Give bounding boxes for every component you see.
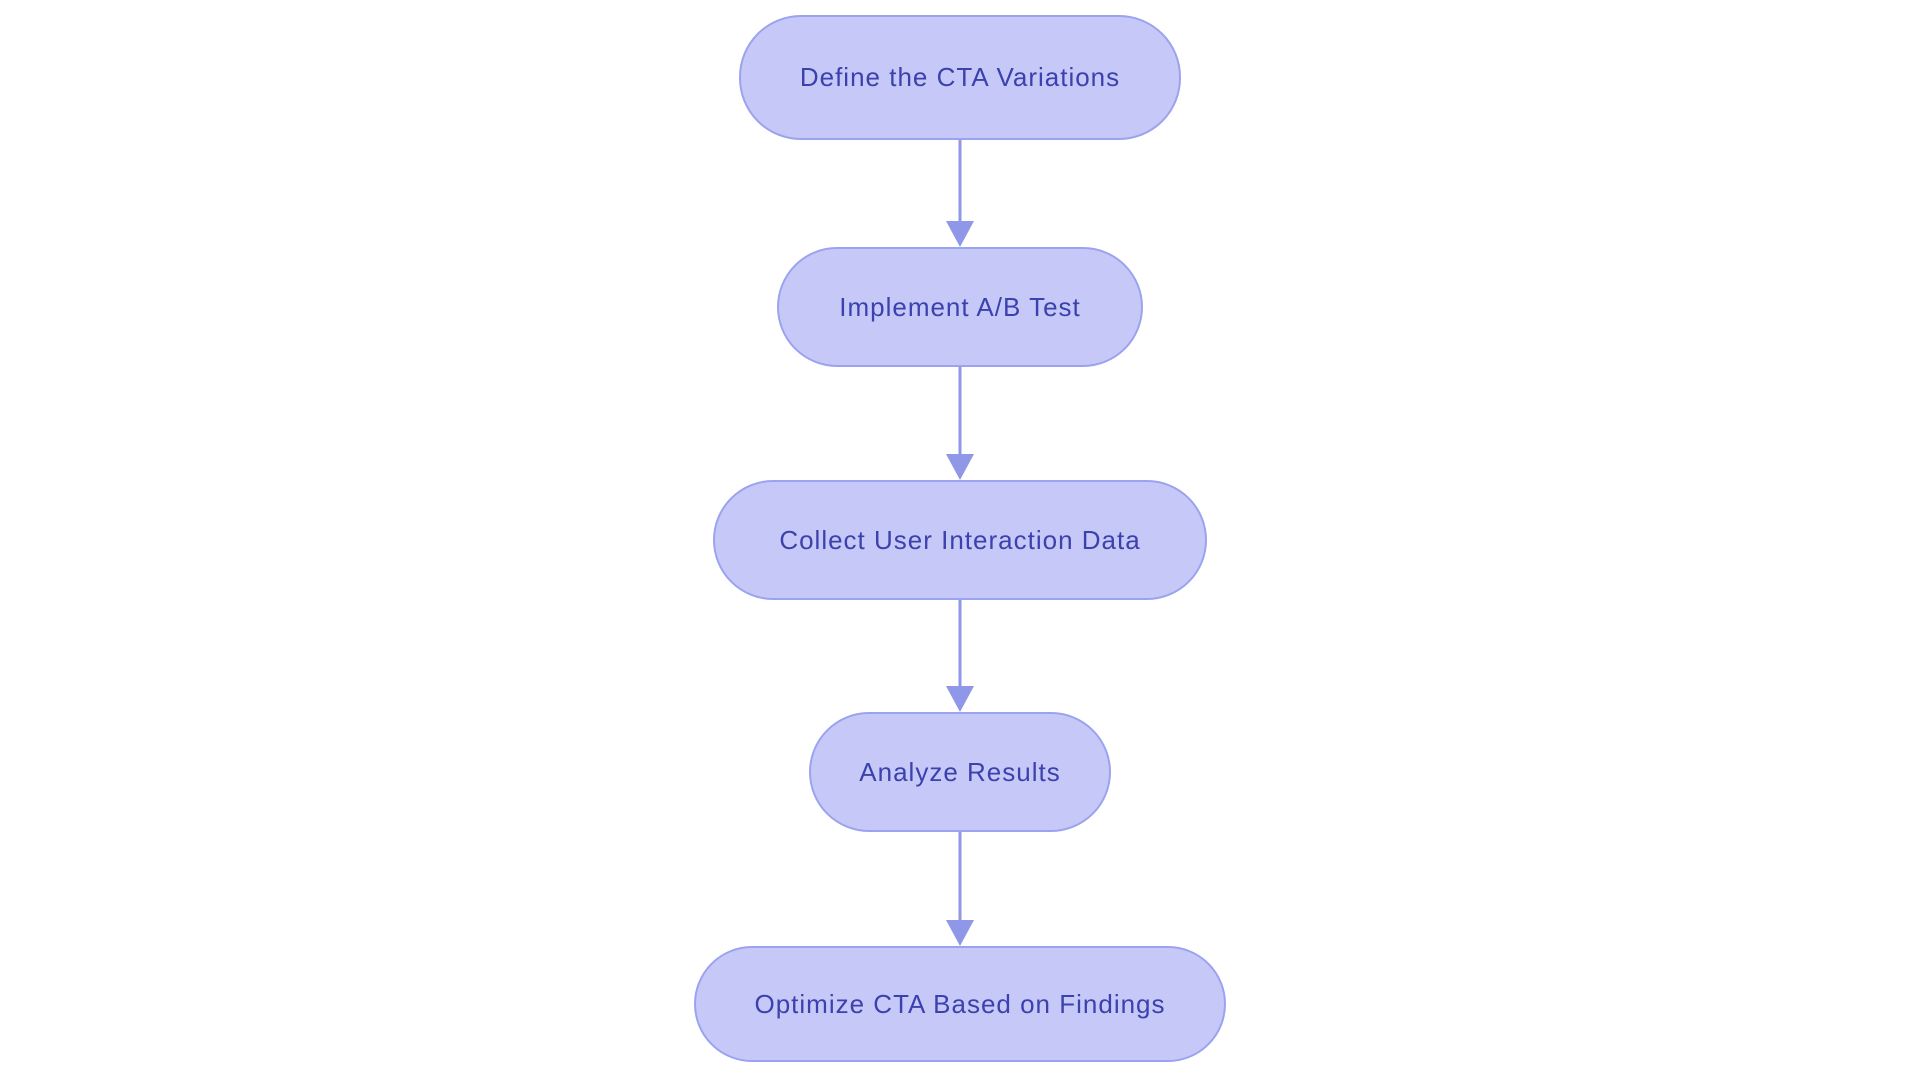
- arrowhead-down-icon: [946, 686, 974, 712]
- arrow-n3-to-n4: [946, 600, 974, 712]
- flowchart-node-analyze-results: Analyze Results: [809, 712, 1111, 832]
- arrow-shaft: [958, 832, 962, 930]
- node-label: Analyze Results: [859, 756, 1061, 787]
- flowchart-node-collect-user-interaction-data: Collect User Interaction Data: [713, 480, 1207, 600]
- arrowhead-down-icon: [946, 920, 974, 946]
- arrow-shaft: [958, 140, 962, 231]
- node-label: Collect User Interaction Data: [779, 524, 1141, 555]
- arrowhead-down-icon: [946, 221, 974, 247]
- node-label: Define the CTA Variations: [799, 62, 1121, 92]
- flowchart-node-optimize-cta-based-on-findings: Optimize CTA Based on Findings: [694, 946, 1226, 1062]
- node-label: Implement A/B Test: [839, 291, 1081, 322]
- arrow-shaft: [958, 367, 962, 464]
- arrow-n1-to-n2: [946, 140, 974, 247]
- flowchart-node-define-cta-variations: Define the CTA Variations: [739, 15, 1181, 140]
- flowchart-node-implement-ab-test: Implement A/B Test: [777, 247, 1143, 367]
- arrow-n4-to-n5: [946, 832, 974, 946]
- arrow-shaft: [958, 600, 962, 696]
- arrowhead-down-icon: [946, 454, 974, 480]
- node-label: Optimize CTA Based on Findings: [754, 988, 1166, 1019]
- arrow-n2-to-n3: [946, 367, 974, 480]
